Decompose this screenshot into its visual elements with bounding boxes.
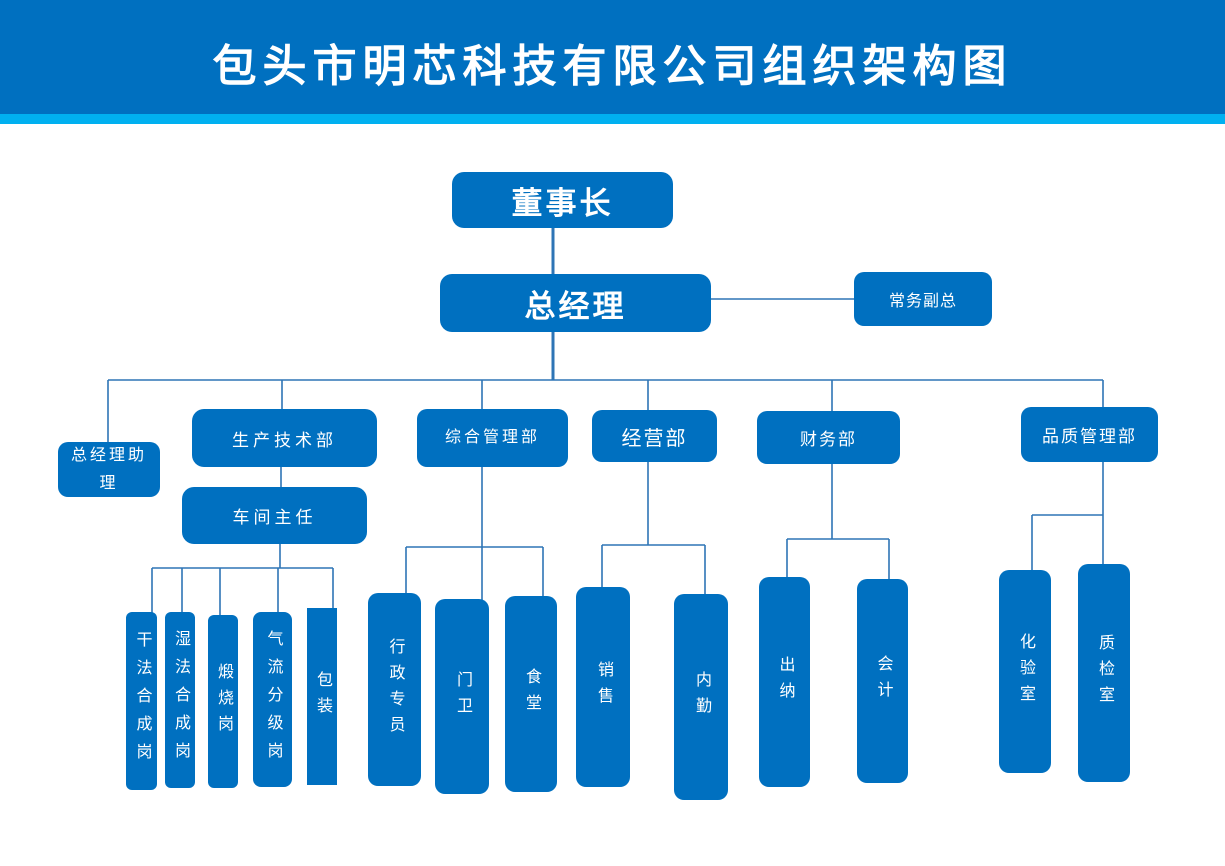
node-dept-quality: 品质管理部 (1021, 407, 1158, 462)
connector-production-subtree (151, 467, 334, 616)
node-dept-finance: 财务部 (757, 411, 900, 464)
node-position-packaging: 包装 (307, 608, 337, 785)
node-general-manager: 总经理 (440, 274, 711, 332)
node-position-canteen: 食堂 (505, 596, 557, 792)
node-position-accountant: 会计 (857, 579, 908, 783)
node-dept-production-tech: 生产技术部 (192, 409, 377, 467)
node-workshop-director: 车间主任 (182, 487, 367, 544)
node-position-admin-specialist: 行政专员 (368, 593, 421, 786)
node-dept-general-admin: 综合管理部 (417, 409, 568, 467)
node-chairman: 董事长 (452, 172, 673, 228)
node-position-dry-synthesis: 干法合成岗 (126, 612, 157, 790)
node-position-office-support: 内勤 (674, 594, 728, 800)
node-deputy-general-manager: 常务副总 (854, 272, 992, 326)
connector-admin-subtree (405, 467, 544, 600)
accent-stripe (0, 114, 1225, 124)
node-position-airflow-classification: 气流分级岗 (253, 612, 292, 787)
connector-business-subtree (601, 462, 706, 595)
node-gm-assistant: 总经理助理 (58, 442, 160, 497)
node-position-gatekeeper: 门卫 (435, 599, 489, 794)
connector-finance-subtree (786, 464, 890, 580)
node-position-sales: 销售 (576, 587, 630, 787)
node-position-cashier: 出纳 (759, 577, 810, 787)
node-position-quality-inspection-room: 质检室 (1078, 564, 1130, 782)
page-title: 包头市明芯科技有限公司组织架构图 (212, 42, 1013, 91)
connector-main-rail (107, 379, 1104, 442)
title-banner: 包头市明芯科技有限公司组织架构图 (0, 0, 1225, 114)
connector-quality-subtree (1031, 462, 1104, 571)
node-position-chemical-lab: 化验室 (999, 570, 1051, 773)
node-position-wet-synthesis: 湿法合成岗 (165, 612, 195, 788)
node-position-calcination: 煅烧岗 (208, 615, 238, 788)
node-dept-business: 经营部 (592, 410, 717, 462)
